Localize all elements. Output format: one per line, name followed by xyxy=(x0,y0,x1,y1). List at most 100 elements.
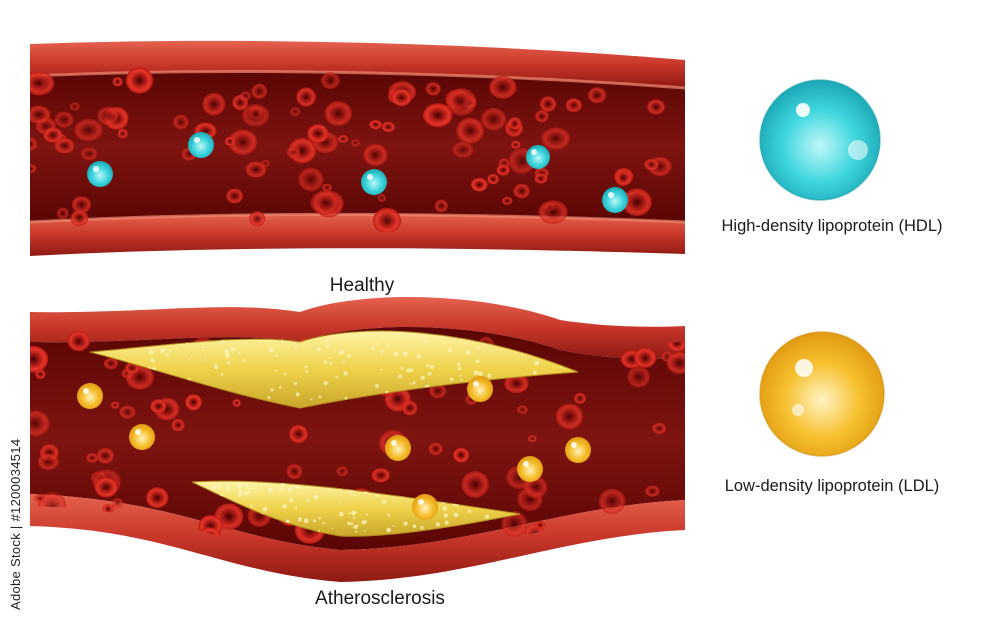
red-blood-cell xyxy=(513,183,530,199)
red-blood-cell xyxy=(539,96,557,112)
red-blood-cell xyxy=(111,498,124,509)
red-blood-cell xyxy=(541,127,571,150)
red-blood-cell xyxy=(228,129,258,155)
red-blood-cell xyxy=(371,468,390,483)
red-blood-cell xyxy=(363,143,388,166)
red-blood-cell xyxy=(351,139,360,147)
red-blood-cell xyxy=(461,471,489,498)
red-blood-cell xyxy=(425,82,441,96)
red-blood-cell xyxy=(647,99,665,115)
red-blood-cell xyxy=(501,196,513,205)
healthy-label: Healthy xyxy=(330,275,395,296)
red-blood-cell xyxy=(150,399,167,414)
red-blood-cell xyxy=(232,399,241,407)
red-blood-cell xyxy=(324,101,352,126)
red-blood-cell xyxy=(565,98,583,113)
ldl-particles-in-vessel xyxy=(77,376,591,520)
red-blood-cell xyxy=(487,173,499,185)
red-blood-cell xyxy=(67,330,90,352)
red-blood-cell xyxy=(86,453,98,463)
red-blood-cell xyxy=(30,345,49,373)
red-blood-cell xyxy=(171,418,185,432)
red-blood-cell xyxy=(555,403,584,430)
red-blood-cell xyxy=(30,105,51,125)
red-blood-cell xyxy=(666,351,685,374)
red-blood-cell xyxy=(125,67,154,94)
red-blood-cell xyxy=(627,366,651,388)
red-blood-cell xyxy=(645,485,660,497)
red-blood-cell xyxy=(110,401,120,409)
red-blood-cell xyxy=(538,200,568,224)
red-blood-cell xyxy=(428,442,443,456)
red-blood-cell xyxy=(97,106,119,126)
red-blood-cell xyxy=(35,369,46,380)
red-blood-cell xyxy=(119,405,136,419)
red-blood-cell xyxy=(446,88,477,116)
red-blood-cell xyxy=(402,400,418,416)
red-blood-cell xyxy=(112,77,123,87)
red-blood-cell xyxy=(56,207,69,220)
red-blood-cell xyxy=(30,410,50,437)
red-blood-cell xyxy=(456,117,485,144)
red-blood-cell xyxy=(320,72,340,89)
red-blood-cell xyxy=(527,434,537,443)
red-blood-cell xyxy=(423,103,453,128)
red-blood-cell xyxy=(534,173,548,184)
red-blood-cell xyxy=(173,114,189,130)
red-blood-cell xyxy=(43,127,63,143)
red-blood-cell xyxy=(96,448,114,464)
red-blood-cell xyxy=(471,177,488,192)
red-blood-cell xyxy=(71,196,92,214)
red-blood-cell xyxy=(310,190,339,215)
red-blood-cell xyxy=(622,188,652,216)
healthy-vessel xyxy=(29,40,686,256)
red-blood-cell xyxy=(224,136,235,146)
stock-watermark: Adobe Stock | #1200034514 xyxy=(8,438,23,610)
red-blood-cell xyxy=(249,211,266,227)
red-blood-cell xyxy=(504,374,529,394)
red-blood-cells-healthy xyxy=(30,67,672,234)
red-blood-cell xyxy=(286,463,303,480)
red-blood-cell xyxy=(70,210,89,227)
red-blood-cell xyxy=(381,121,395,133)
hdl-legend-sphere xyxy=(759,79,881,201)
red-blood-cell xyxy=(298,167,324,192)
red-blood-cell xyxy=(30,137,38,151)
red-blood-cell xyxy=(496,164,510,176)
red-blood-cell xyxy=(69,102,80,111)
ldl-legend-sphere xyxy=(759,331,885,457)
red-blood-cell xyxy=(321,183,333,192)
red-blood-cell xyxy=(30,164,37,174)
red-blood-cell xyxy=(34,494,46,503)
red-blood-cell xyxy=(587,87,607,104)
red-blood-cell xyxy=(251,83,268,100)
red-blood-cell xyxy=(117,128,128,139)
red-blood-cell xyxy=(429,383,447,399)
red-blood-cell xyxy=(644,158,659,171)
red-blood-cell xyxy=(511,140,521,149)
atherosclerosis-label: Atherosclerosis xyxy=(315,588,445,609)
red-blood-cell xyxy=(535,110,549,123)
red-blood-cell xyxy=(535,520,546,530)
hdl-label: High-density lipoprotein (HDL) xyxy=(721,217,942,235)
red-blood-cell xyxy=(452,141,474,158)
red-blood-cell xyxy=(37,453,59,471)
red-blood-cell xyxy=(226,188,244,204)
red-blood-cell xyxy=(634,347,657,368)
red-blood-cell xyxy=(574,392,586,405)
red-blood-cell xyxy=(391,89,412,107)
red-blood-cell xyxy=(103,357,119,370)
red-blood-cell xyxy=(289,424,308,444)
red-blood-cell xyxy=(336,466,348,477)
red-blood-cell xyxy=(74,119,103,142)
ldl-label: Low-density lipoprotein (LDL) xyxy=(725,477,940,495)
red-blood-cell xyxy=(598,488,626,514)
red-blood-cell xyxy=(480,107,507,131)
red-blood-cell xyxy=(372,207,402,234)
red-blood-cell xyxy=(290,107,301,117)
red-blood-cell xyxy=(369,120,382,130)
red-blood-cell xyxy=(240,91,252,101)
red-blood-cell xyxy=(54,111,74,128)
red-blood-cell xyxy=(337,135,349,143)
red-blood-cell xyxy=(185,394,202,411)
